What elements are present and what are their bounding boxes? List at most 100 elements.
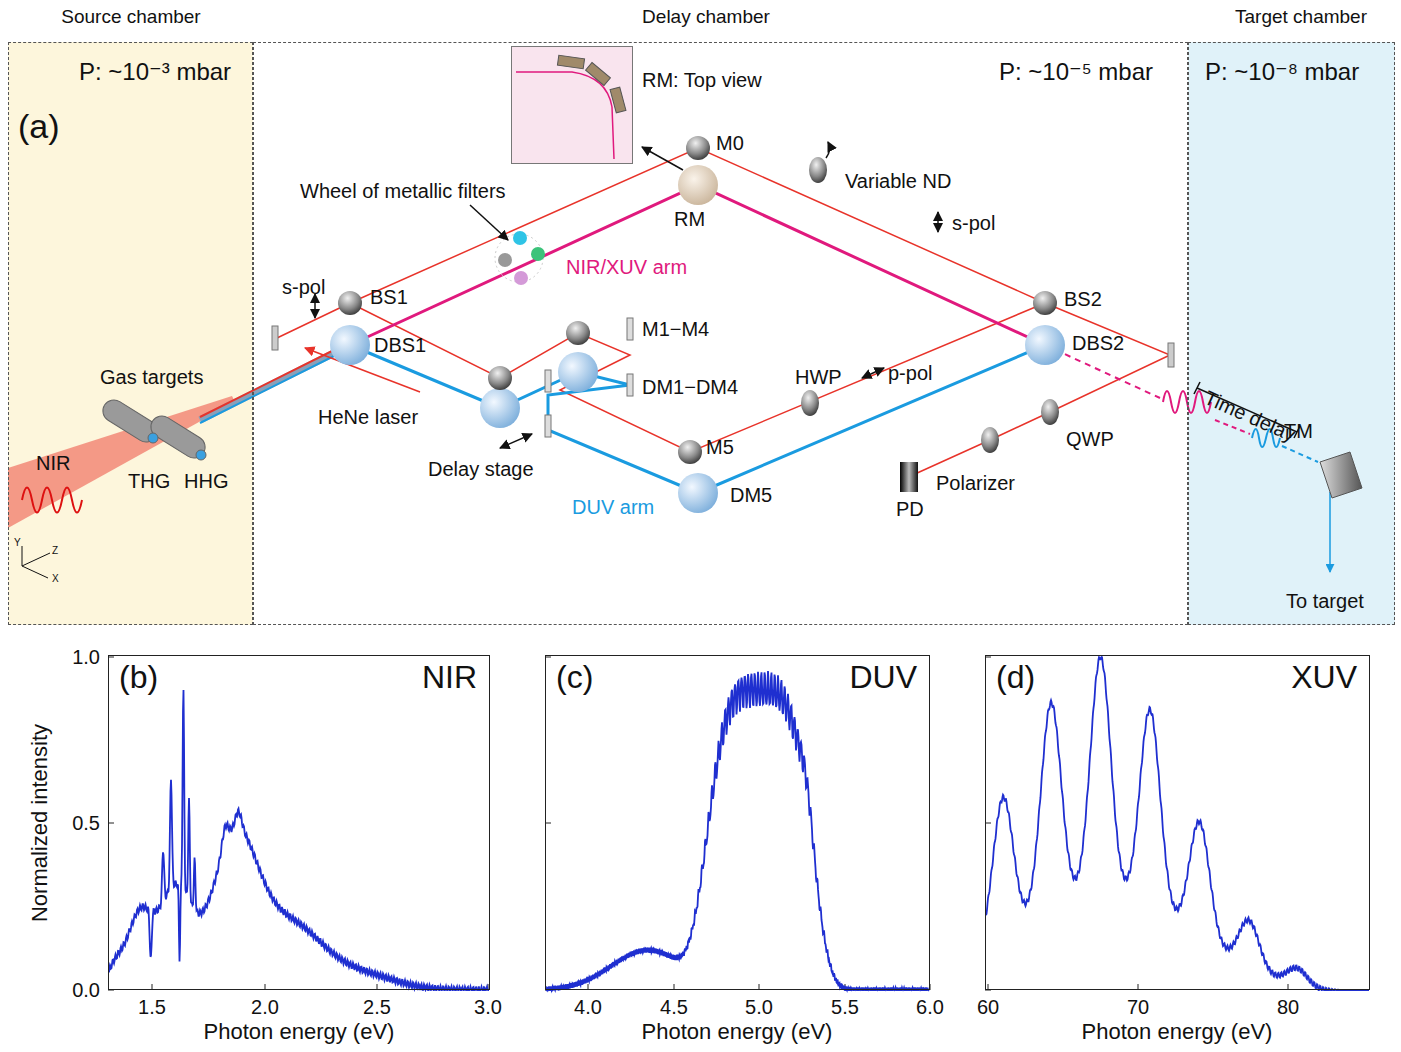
plot-ticks — [108, 657, 1288, 990]
xuv-arm — [350, 185, 1250, 434]
arrows — [22, 566, 48, 578]
component-label: NIR/XUV arm — [566, 256, 687, 278]
component-label: Polarizer — [936, 472, 1015, 494]
duv-arm — [350, 345, 1330, 572]
optics — [981, 427, 999, 453]
hene-beam — [350, 303, 1045, 452]
axis-label: Photon energy (eV) — [642, 1020, 833, 1044]
component-label: QWP — [1066, 428, 1114, 450]
axis-label: 4.5 — [660, 996, 688, 1018]
arrows — [1194, 382, 1200, 394]
component-label: DM5 — [730, 484, 772, 506]
arrows — [862, 368, 884, 378]
component-label: To target — [1286, 590, 1364, 612]
arrows — [826, 142, 830, 158]
filter-wheel — [531, 247, 545, 261]
optics — [1168, 343, 1174, 367]
chamber-heading: Source chamber — [61, 7, 200, 28]
arrows — [22, 142, 1300, 578]
axis-label: Normalized intensity — [28, 724, 52, 922]
pressure-label: P: ~10⁻⁵ mbar — [999, 59, 1153, 85]
optics — [678, 165, 718, 205]
panel-label: (b) — [119, 660, 158, 695]
chamber-region: Delay chamberP: ~10⁻⁵ mbarRM: Top view — [253, 42, 1188, 625]
optics — [1033, 291, 1057, 315]
component-label: Delay stage — [428, 458, 534, 480]
plot-frame: (c) DUV — [545, 655, 930, 990]
component-label: RM — [674, 208, 705, 230]
component-label: DBS2 — [1072, 332, 1124, 354]
axis-label: Photon energy (eV) — [1082, 1020, 1273, 1044]
optics — [627, 318, 633, 340]
component-label: Wheel of metallic filters — [300, 180, 506, 202]
chamber-ground — [1188, 42, 1395, 625]
rm-sketch — [610, 87, 626, 113]
panel-label: XUV — [1291, 660, 1357, 695]
axis-label: 80 — [1277, 996, 1299, 1018]
axis-label: 2.0 — [251, 996, 279, 1018]
axis-label: Photon energy (eV) — [204, 1020, 395, 1044]
axis-label: 0.5 — [72, 812, 100, 834]
optics — [1041, 399, 1059, 425]
axis-label: 5.0 — [745, 996, 773, 1018]
optics — [566, 321, 590, 345]
component-label: M1−M4 — [642, 318, 709, 340]
axis-label: 5.5 — [831, 996, 859, 1018]
panel-label: (d) — [996, 660, 1035, 695]
combined-beam — [200, 342, 350, 417]
filter-wheel — [514, 271, 528, 285]
optics — [801, 390, 819, 416]
optics — [678, 473, 718, 513]
optics — [545, 415, 551, 437]
panel-label: (a) — [18, 108, 60, 145]
hene-beam — [277, 148, 1170, 474]
arrows — [937, 212, 939, 232]
spectrum-curve — [986, 657, 1369, 990]
arrows — [642, 147, 683, 170]
panel-label: (c) — [556, 660, 593, 695]
component-label: M5 — [706, 436, 734, 458]
chamber-ground — [8, 42, 1395, 625]
chamber-region: Target chamberP: ~10⁻⁸ mbar — [1188, 42, 1395, 625]
component-label: BS1 — [370, 286, 408, 308]
component-label: X — [52, 573, 59, 584]
optics — [1025, 325, 1065, 365]
optics — [545, 370, 551, 392]
spectrum-curve — [109, 690, 489, 990]
component-label: HHG — [184, 470, 228, 492]
axis-label: 1.5 — [138, 996, 166, 1018]
component-label: p-pol — [888, 362, 932, 384]
duv-arm — [1329, 492, 1331, 572]
optics — [330, 325, 370, 365]
xuv-arm — [350, 185, 1045, 345]
optics — [480, 388, 520, 428]
pressure-label: P: ~10⁻⁸ mbar — [1205, 59, 1359, 85]
optics — [686, 136, 710, 160]
component-label: Variable ND — [845, 170, 951, 192]
rm-sketch — [557, 55, 584, 69]
optics — [900, 462, 918, 492]
duv-arm — [1282, 446, 1318, 462]
chamber-ground — [8, 42, 253, 625]
pressure-label: P: ~10⁻³ mbar — [79, 59, 231, 85]
panel-label: DUV — [849, 660, 917, 695]
filter-wheel — [513, 231, 527, 245]
component-label: PD — [896, 498, 924, 520]
inset-box: RM: Top view — [511, 46, 633, 164]
component-label: THG — [128, 470, 170, 492]
gas-cell — [99, 396, 162, 446]
gas-cell — [196, 450, 206, 460]
component-label: HWP — [795, 366, 842, 388]
arrows — [500, 434, 532, 448]
filter-wheel — [495, 231, 545, 285]
axis-label: 0.0 — [72, 979, 100, 1001]
component-label: M0 — [716, 132, 744, 154]
arrows — [470, 205, 508, 240]
axis-label: 3.0 — [474, 996, 502, 1018]
component-label: NIR — [36, 452, 70, 474]
axis-label: 2.5 — [363, 996, 391, 1018]
rm-sketch — [512, 47, 632, 163]
spectrum-curve — [546, 671, 929, 990]
gas-cell — [99, 396, 210, 462]
